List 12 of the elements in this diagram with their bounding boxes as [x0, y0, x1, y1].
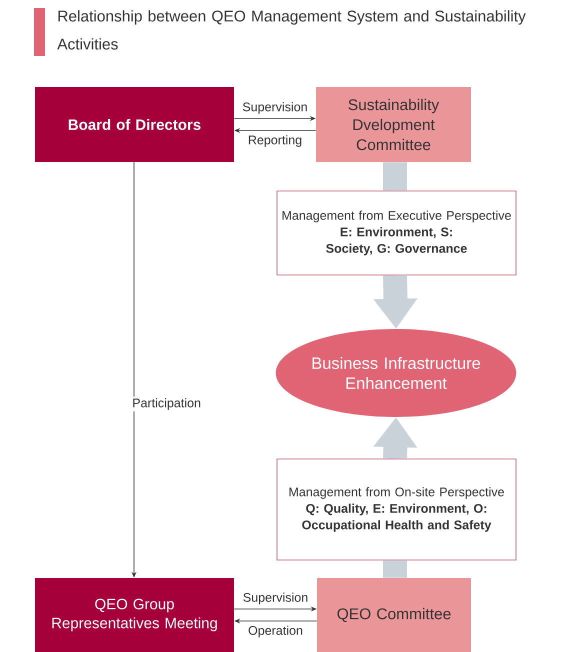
description-box: Management from Executive Perspective E: Environment, S: Society, G: Governance: [276, 190, 516, 276]
edge-label: Supervision: [240, 100, 310, 116]
process-box: Board of Directors: [35, 87, 234, 162]
edge-label: Reporting: [246, 134, 304, 148]
description-box: Management from On-site Perspective Q: Quality, E: Environment, O: Occupational Health and Safety: [276, 458, 516, 560]
committee-box: Sustainability Dvelopment Committee: [316, 87, 471, 162]
committee-box: QEO Committee: [317, 578, 471, 652]
process-box: QEO Group Representatives Meeting: [35, 578, 234, 652]
edge-label: Operation: [246, 624, 304, 639]
edge-label: Participation: [130, 396, 202, 412]
title: Relationship between QEO Management System and Sustainability Activities: [57, 10, 526, 50]
edge-label: Supervision: [241, 591, 310, 606]
